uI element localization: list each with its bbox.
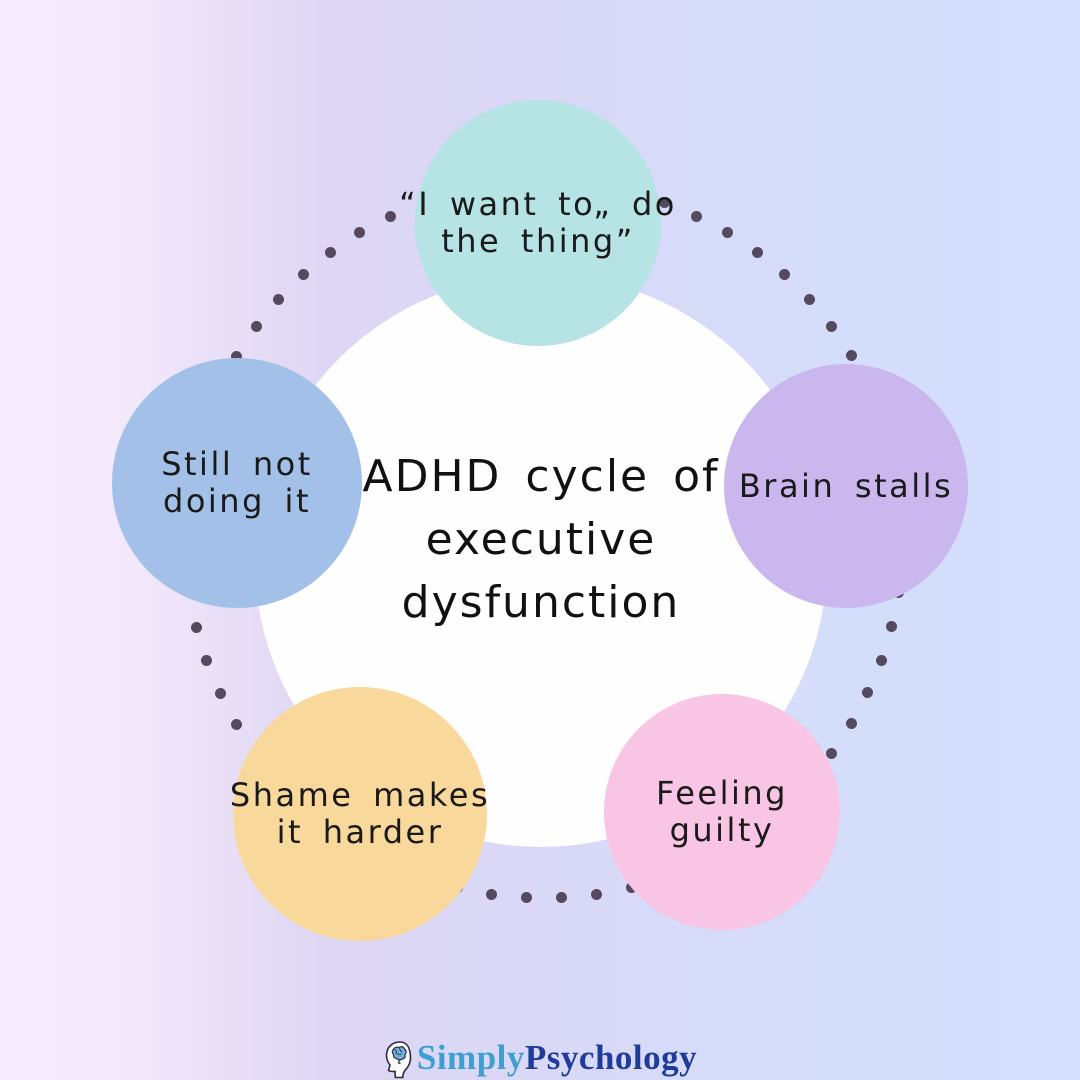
node-label: Shame makes it harder [229,776,491,851]
node-label: Brain stalls [738,466,954,505]
head-with-brain-icon [385,1041,412,1079]
ring-dot [385,210,397,222]
ring-dot [191,621,203,633]
simply-psychology-logo: SimplyPsychology [0,1036,1080,1080]
ring-dot [521,892,532,904]
diagram-title: ADHD cycle of executive dysfunction [362,451,720,628]
ring-dot [845,350,857,362]
ring-dot [231,718,243,730]
ring-dot [486,888,498,900]
ring-dot [803,294,815,306]
node-label: Still not doing it [161,445,313,520]
ring-dot [778,269,790,281]
node-want-to-do-the-thing: “I want to„ do the thing” [399,100,674,346]
node-label: Feeling guilty [656,774,788,849]
ring-dot [659,197,671,209]
ring-dot [273,294,285,306]
ring-dot [691,210,703,222]
ring-dot [325,246,337,258]
ring-dot [875,655,887,667]
ring-dot [885,621,897,633]
ring-dot [298,269,310,281]
ring-dot [826,321,837,333]
ring-dot [231,350,243,362]
ring-dot [354,227,366,239]
ring-dot [826,747,838,759]
logo-text: SimplyPsychology [417,1038,697,1078]
ring-dot [214,687,226,699]
node-still-not-doing-it: Still not doing it [112,358,362,608]
ring-dot [862,687,874,699]
node-shame-makes-it-harder: Shame makes it harder [229,687,491,941]
logo-word-psychology: Psychology [524,1038,698,1077]
ring-dot [722,227,734,239]
node-feeling-guilty: Feeling guilty [604,694,840,930]
node-brain-stalls: Brain stalls [724,364,968,608]
ring-dot [751,246,763,258]
node-label: “I want to„ do the thing” [399,185,677,260]
ring-dot [201,655,213,667]
logo-word-simply: Simply [416,1038,525,1077]
ring-dot [591,888,603,900]
ring-dot [250,321,262,333]
ring-dot [845,718,857,730]
ring-dot [556,892,568,904]
